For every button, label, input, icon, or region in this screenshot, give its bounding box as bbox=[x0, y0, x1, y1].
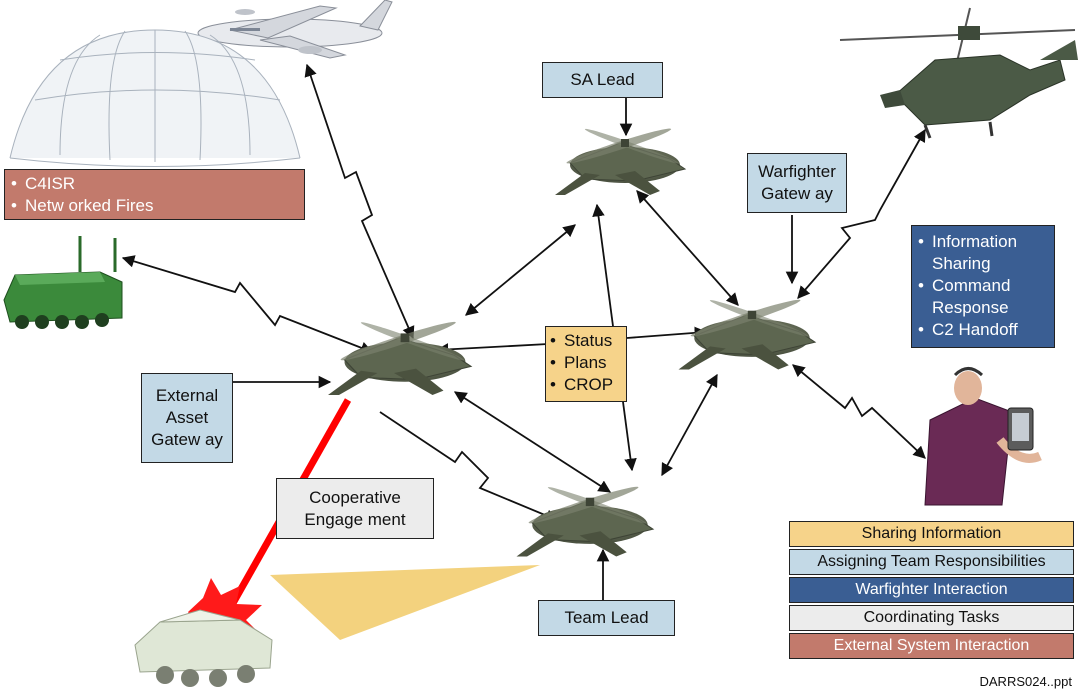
external-gateway-line1: External bbox=[155, 386, 219, 405]
external-asset-gateway-label: External Asset Gatew ay bbox=[141, 373, 233, 463]
legend-item-coordinating: Coordinating Tasks bbox=[789, 605, 1074, 631]
team-lead-text: Team Lead bbox=[564, 608, 649, 627]
information-item: Command Response bbox=[918, 275, 1054, 319]
external-gateway-line3: Gatew ay bbox=[151, 430, 223, 449]
cooperative-engagement-label: Cooperative Engage ment bbox=[276, 478, 434, 539]
link-right-to-helicopter bbox=[797, 128, 926, 299]
link-vehicle-to-uav bbox=[121, 255, 374, 354]
team-lead-label: Team Lead bbox=[538, 600, 675, 636]
target-vehicle-icon bbox=[134, 609, 273, 687]
link-uav-to-teamlead bbox=[453, 391, 612, 493]
radar-dome-icon bbox=[9, 29, 301, 167]
status-item: Status bbox=[550, 330, 626, 352]
sa-lead-text: SA Lead bbox=[570, 70, 635, 89]
warfighter-gateway-line1: Warfighter bbox=[758, 162, 836, 181]
uav-icon bbox=[677, 295, 816, 371]
uav-icon bbox=[327, 317, 472, 396]
link-status-right bbox=[626, 326, 708, 340]
external-gateway-line2: Asset bbox=[165, 408, 209, 427]
warfighter-gateway-line2: Gatew ay bbox=[761, 184, 833, 203]
link-salead-to-right bbox=[636, 190, 739, 306]
warfighter-gateway-label: Warfighter Gatew ay bbox=[747, 153, 847, 213]
armored-vehicle-icon bbox=[3, 236, 123, 329]
uav-icon bbox=[554, 124, 686, 196]
coop-line2: Engage ment bbox=[304, 509, 406, 529]
c4isr-box: C4ISR Netw orked Fires bbox=[4, 169, 305, 220]
aircraft-icon bbox=[197, 0, 393, 59]
legend-item-sharing: Sharing Information bbox=[789, 521, 1074, 547]
legend-item-warfighter: Warfighter Interaction bbox=[789, 577, 1074, 603]
file-footer: DARRS024..ppt bbox=[979, 674, 1073, 689]
status-box: Status Plans CROP bbox=[545, 326, 627, 402]
link-uav-to-salead bbox=[465, 224, 576, 316]
link-arrows bbox=[121, 63, 926, 600]
status-item: Plans bbox=[550, 352, 626, 374]
legend-item-external: External System Interaction bbox=[789, 633, 1074, 659]
sa-lead-label: SA Lead bbox=[542, 62, 663, 98]
coop-line1: Cooperative bbox=[309, 487, 401, 507]
information-item: C2 Handoff bbox=[918, 319, 1054, 341]
sensor-beam bbox=[270, 565, 540, 640]
c4isr-item: Netw orked Fires bbox=[11, 195, 304, 217]
soldier-icon bbox=[924, 367, 1042, 506]
c4isr-item: C4ISR bbox=[11, 173, 304, 195]
link-coop-engagement bbox=[379, 411, 559, 522]
helicopter-icon bbox=[839, 7, 1078, 139]
link-right-to-teamlead bbox=[661, 373, 718, 477]
status-item: CROP bbox=[550, 374, 626, 396]
information-box: Information Sharing Command Response C2 … bbox=[911, 225, 1055, 348]
link-status-left bbox=[435, 343, 549, 356]
information-item: Information Sharing bbox=[918, 231, 1054, 275]
link-aircraft-to-uav bbox=[304, 63, 415, 340]
uav-icon bbox=[515, 482, 654, 558]
legend-item-assigning: Assigning Team Responsibilities bbox=[789, 549, 1074, 575]
link-right-to-soldier bbox=[792, 364, 926, 459]
